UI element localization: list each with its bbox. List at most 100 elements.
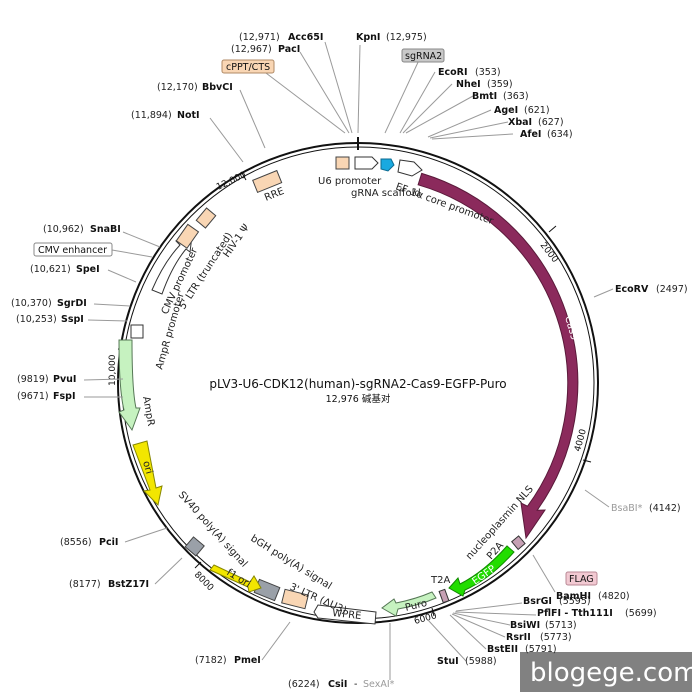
rsrii-pos: (5773) xyxy=(540,632,572,643)
sspi-label: SspI xyxy=(61,314,84,325)
sgrna2-label: sgRNA2 xyxy=(405,51,442,62)
agei-pos: (621) xyxy=(524,105,550,116)
csii-pos: (6224) xyxy=(288,679,320,690)
puro-arrow xyxy=(381,591,437,617)
u6-promoter-box xyxy=(335,156,350,170)
sgrdi-pos: (10,370) xyxy=(11,298,52,309)
leader-lines xyxy=(83,41,614,680)
sv40-label: SV40 poly(A) signal xyxy=(176,490,250,570)
cppt-label: cPPT/CTS xyxy=(226,62,270,73)
watermark: blogege.com xyxy=(530,658,698,688)
bsabi-label: BsaBI* xyxy=(611,503,643,514)
xbai-label: XbaI xyxy=(508,117,532,128)
nhei-label: NheI xyxy=(456,79,481,90)
sgrna2-box xyxy=(401,48,445,63)
agei-label: AgeI xyxy=(494,105,518,116)
ori-arrow xyxy=(132,440,163,507)
ecori-label: EcoRI xyxy=(438,67,468,78)
noti-label: NotI xyxy=(177,110,200,121)
ampr-arrow xyxy=(118,339,141,432)
bstz17i-label: BstZ17I xyxy=(108,579,149,590)
spei-label: SpeI xyxy=(76,264,100,275)
t2a-label: T2A xyxy=(430,575,450,586)
rsrii-label: RsrII xyxy=(506,632,531,643)
pcii-label: PciI xyxy=(99,537,118,548)
ef1a-promoter-arrow xyxy=(397,159,423,177)
ori-label: ori xyxy=(140,460,154,476)
wpre-label: WPRE xyxy=(332,608,362,622)
bsteii-pos: (5791) xyxy=(525,644,557,655)
afei-pos: (634) xyxy=(547,129,573,140)
cmv-enhancer-label: CMV enhancer xyxy=(38,245,107,256)
tick-label-6000: 6000 xyxy=(413,611,438,627)
pmei-pos: (7182) xyxy=(195,655,227,666)
sgrna-arrow xyxy=(354,156,379,170)
snabi-label: SnaBI xyxy=(90,224,121,235)
ecori-pos: (353) xyxy=(475,67,501,78)
ampr-promoter-arrow xyxy=(130,324,144,339)
tick-label-12000: 12,000 xyxy=(215,170,248,192)
snabi-pos: (10,962) xyxy=(43,224,84,235)
plasmid-length: 12,976 碱基对 xyxy=(326,393,391,405)
pvui-label: PvuI xyxy=(53,374,76,385)
flag-label: FLAG xyxy=(569,574,594,585)
hiv-psi-box xyxy=(195,207,217,229)
ltr3-box xyxy=(281,588,309,610)
cas9-arrow xyxy=(417,172,579,540)
bamhi-label: BamHI xyxy=(556,591,591,602)
bsiwi-pos: (5713) xyxy=(545,620,577,631)
bsrgi-pos: (5595) xyxy=(559,596,591,607)
bbvci-label: BbvCI xyxy=(202,82,233,93)
watermark-bg xyxy=(520,652,692,692)
acc65i-pos: (12,971) xyxy=(239,32,280,43)
pcii-pos: (8556) xyxy=(60,537,92,548)
puro-label: Puro xyxy=(404,598,428,614)
plasmid-name: pLV3-U6-CDK12(human)-sgRNA2-Cas9-EGFP-Pu… xyxy=(209,377,506,391)
sspi-pos: (10,253) xyxy=(16,314,57,325)
bsabi-pos: (4142) xyxy=(649,503,681,514)
p2a-box xyxy=(511,535,526,551)
bmti-label: BmtI xyxy=(472,91,497,102)
bstz17i-pos: (8177) xyxy=(69,579,101,590)
paci-pos: (12,967) xyxy=(231,44,272,55)
csii-dash: - xyxy=(354,679,357,690)
pflfi-pos: (5699) xyxy=(625,608,657,619)
sgrdi-label: SgrDI xyxy=(57,298,87,309)
u6-promoter-label: U6 promoter xyxy=(318,176,382,187)
stui-pos: (5988) xyxy=(465,656,497,667)
paci-label: PacI xyxy=(278,44,300,55)
acc65i-label: Acc65I xyxy=(288,32,323,43)
rre-box xyxy=(252,169,283,194)
sv40-polya-box xyxy=(184,536,205,557)
sexai-label: SexAI* xyxy=(363,679,395,690)
ampr-label: AmpR xyxy=(140,396,156,427)
pflfi-label: PflFI - Tth111I xyxy=(537,608,613,619)
kpni-pos: (12,975) xyxy=(386,32,427,43)
fspi-pos: (9671) xyxy=(17,391,49,402)
ecorv-pos: (2497) xyxy=(656,284,688,295)
bsteii-label: BstEII xyxy=(487,644,518,655)
bsrgi-label: BsrGI xyxy=(523,596,552,607)
ecorv-label: EcoRV xyxy=(615,284,649,295)
grna-scaffold-label: gRNA scaffold xyxy=(351,188,421,199)
ltr5-box xyxy=(175,223,200,249)
noti-pos: (11,894) xyxy=(131,110,172,121)
cppt-box xyxy=(221,59,275,74)
spei-pos: (10,621) xyxy=(30,264,71,275)
bamhi-pos: (4820) xyxy=(598,591,630,602)
nhei-pos: (359) xyxy=(487,79,513,90)
cmv-promoter-arrow xyxy=(151,235,193,295)
egfp-arrow xyxy=(448,545,515,597)
afei-label: AfeI xyxy=(520,129,541,140)
cmv-enhancer-box xyxy=(33,242,113,257)
stui-label: StuI xyxy=(437,656,459,667)
bsiwi-label: BsiWI xyxy=(510,620,540,631)
fspi-label: FspI xyxy=(53,391,75,402)
pmei-label: PmeI xyxy=(234,655,261,666)
flag-box xyxy=(565,571,598,586)
tick-label-10000: 10,000 xyxy=(108,354,118,386)
t2a-box xyxy=(438,588,450,604)
xbai-pos: (627) xyxy=(538,117,564,128)
bmti-pos: (363) xyxy=(503,91,529,102)
